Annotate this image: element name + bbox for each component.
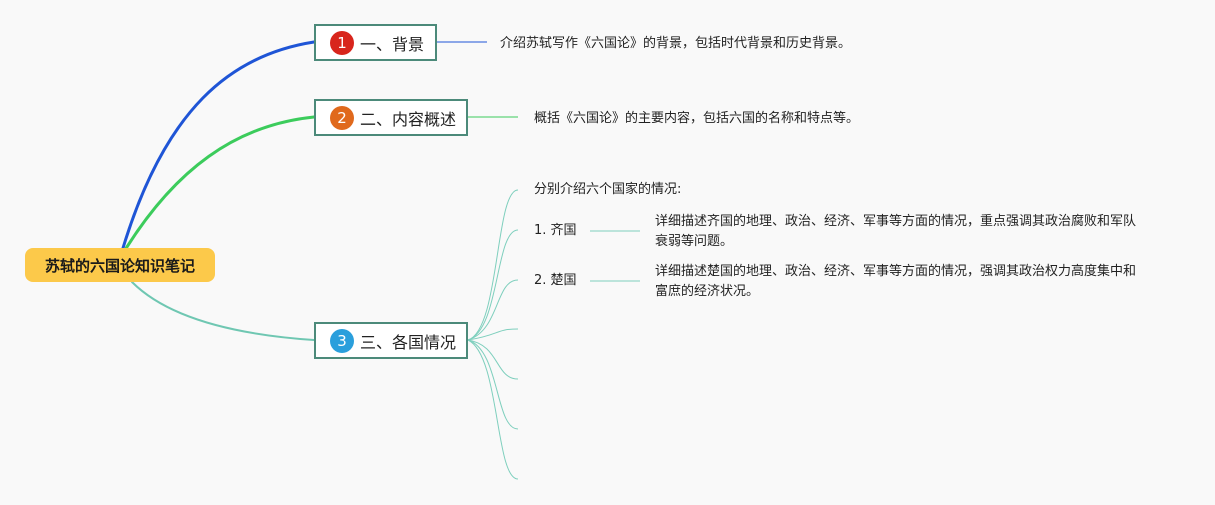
number-badge-2: 2 [330,105,354,130]
number-badge-1: 1 [330,30,354,55]
subbranch-intro [467,189,519,341]
topic-background[interactable]: 1 一、背景 [314,24,437,61]
state-qi[interactable]: 1. 齐国 [534,223,577,238]
root-topic[interactable]: 苏轼的六国论知识笔记 [25,248,215,282]
topic-label: 三、各国情况 [360,332,457,352]
branch-line-states [131,281,315,341]
subbranch-empty-4 [467,339,519,480]
subbranch-empty-3 [467,339,519,430]
subbranch-empty-2 [467,339,519,380]
state-chu[interactable]: 2. 楚国 [534,273,577,288]
subbranch-chu [467,279,519,341]
topic-overview[interactable]: 2 二、内容概述 [314,99,468,136]
subbranch-empty-1 [467,328,519,341]
state-qi-detail: 详细描述齐国的地理、政治、经济、军事等方面的情况，重点强调其政治腐败和军队衰弱等… [655,214,1137,249]
topic-label: 二、内容概述 [360,109,457,129]
background-description: 介绍苏轼写作《六国论》的背景，包括时代背景和历史背景。 [500,36,852,51]
topic-label: 一、背景 [360,34,425,54]
overview-description: 概括《六国论》的主要内容，包括六国的名称和特点等。 [534,111,860,126]
states-intro[interactable]: 分别介绍六个国家的情况: [534,182,682,197]
number-badge-3: 3 [330,328,354,353]
subbranch-qi [467,229,519,341]
topic-states[interactable]: 3 三、各国情况 [314,322,468,359]
branch-line-overview [123,115,316,252]
states-subbranches [467,189,640,480]
state-chu-detail: 详细描述楚国的地理、政治、经济、军事等方面的情况，强调其政治权力高度集中和富庶的… [655,264,1137,299]
branch-line-background [121,40,316,250]
